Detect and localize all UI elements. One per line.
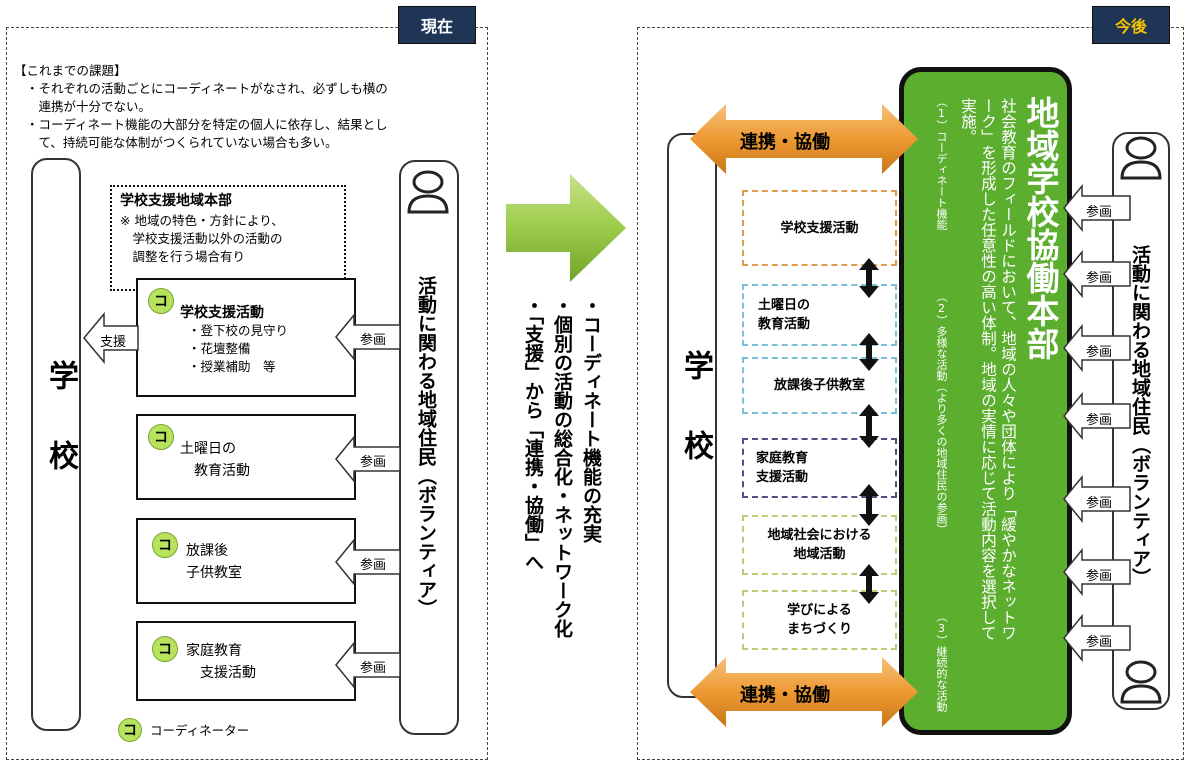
participation-label: 参画 — [1086, 569, 1113, 584]
school-label-right: 学校 — [678, 350, 713, 510]
participation-label: 参画 — [1086, 635, 1113, 650]
issues-bullet-2: ・コーディネート機能の大部分を特定の個人に依存し、結果とし て、持続可能な体制が… — [26, 117, 388, 150]
support-arrow — [83, 311, 139, 365]
participation-arrow — [1063, 250, 1131, 298]
participation-label: 参画 — [360, 333, 387, 348]
participation-arrow — [335, 537, 401, 587]
issues-heading: 【これまでの課題】 — [14, 63, 127, 78]
change-point-1: ・コーディネート機能の充実 — [580, 296, 602, 543]
participation-arrow — [1063, 614, 1131, 662]
participation-arrow — [1063, 184, 1131, 232]
participation-label: 参画 — [360, 455, 387, 470]
person-icon — [1120, 660, 1162, 704]
participation-arrow — [335, 312, 401, 362]
future-tag: 今後 — [1092, 6, 1170, 44]
residents-label-left: 活動に関わる地域住民（ボランティア） — [415, 276, 437, 618]
participation-label: 参画 — [360, 661, 387, 676]
support-label: 支援 — [100, 335, 127, 350]
issues-bullet-1: ・それぞれの活動ごとにコーディネートがなされ、必ずしも横の 連携が十分でない。 — [26, 81, 388, 114]
participation-arrow — [1063, 475, 1131, 523]
regional-hq-title: 学校支援地域本部 — [120, 193, 232, 209]
community-school-hq — [899, 67, 1072, 735]
participation-label: 参画 — [360, 558, 387, 573]
participation-arrow — [335, 640, 401, 690]
participation-arrow — [335, 434, 401, 484]
connector-arrow — [859, 564, 879, 604]
connector-arrow — [859, 333, 879, 371]
school-label-left: 学校 — [43, 360, 78, 520]
collaboration-label-bottom: 連携・協働 — [740, 685, 830, 706]
change-point-3: ・「支援」から「連携・協働」へ — [522, 296, 544, 572]
current-tag: 現在 — [398, 6, 476, 44]
collaboration-arrow-bottom — [690, 657, 918, 727]
residents-label-right: 活動に関わる地域住民（ボランティア） — [1129, 245, 1151, 587]
activity-items-school-support: ・登下校の見守り ・花壇整備 ・授業補助 等 — [188, 323, 289, 374]
activity-community: 地域社会における 地域活動 — [742, 515, 897, 575]
participation-arrow — [1063, 324, 1131, 372]
participation-label: 参画 — [1086, 271, 1113, 286]
participation-arrow — [1063, 392, 1131, 440]
participation-label: 参画 — [1086, 345, 1113, 360]
school-pillar-left — [31, 158, 81, 731]
legend-coordinator-mark: コ — [118, 718, 142, 742]
connector-arrow — [859, 258, 879, 298]
activity-family-education: 家庭教育 支援活動 — [742, 438, 897, 498]
activity-label-after-school: 放課後 子供教室 — [186, 543, 242, 581]
hq-title: 地域学校協働本部 — [1021, 96, 1060, 360]
current-panel — [6, 27, 488, 760]
hq-function-1: （1）コーディネート機能 — [935, 96, 948, 230]
coordinator-mark: コ — [148, 288, 174, 314]
change-point-2: ・個別の活動の総合化・ネットワーク化 — [551, 296, 573, 638]
activity-title-school-support: 学校支援活動 — [180, 305, 264, 321]
participation-label: 参画 — [1086, 205, 1113, 220]
participation-arrow — [1063, 548, 1131, 596]
participation-label: 参画 — [1086, 413, 1113, 428]
hq-function-2: （2）多様な活動（より多くの地域住民の参画） — [935, 291, 948, 535]
hq-description: 社会教育のフィールドにおいて、地域の人々や団体により「緩やかなネットワーク」を形… — [959, 98, 1017, 641]
person-icon — [1120, 136, 1162, 180]
activity-label-family-education: 家庭教育 支援活動 — [186, 643, 256, 681]
activity-box-saturday — [136, 414, 356, 500]
collaboration-label-top: 連携・協働 — [740, 132, 830, 153]
future-panel — [637, 27, 1184, 760]
connector-arrow — [859, 404, 879, 448]
regional-hq-note: ※ 地域の特色・方針により、 学校支援活動以外の活動の 調整を行う場合有り — [120, 213, 284, 264]
transition-arrow — [506, 174, 626, 282]
activity-box-family-education — [136, 621, 356, 701]
activity-label-saturday: 土曜日の 教育活動 — [180, 441, 250, 479]
coordinator-mark: コ — [152, 532, 178, 558]
coordinator-mark: コ — [152, 636, 178, 662]
collaboration-arrow-top — [690, 104, 918, 174]
legend-label: コーディネーター — [150, 723, 250, 738]
hq-function-3: （3）継続的な活動 — [935, 611, 948, 712]
person-icon — [407, 170, 449, 214]
coordinator-mark: コ — [148, 424, 174, 450]
participation-label: 参画 — [1086, 496, 1113, 511]
activity-box-after-school — [136, 518, 356, 604]
activity-school-support: 学校支援活動 — [742, 190, 897, 266]
school-pillar-right — [667, 133, 717, 698]
connector-arrow — [859, 484, 879, 526]
